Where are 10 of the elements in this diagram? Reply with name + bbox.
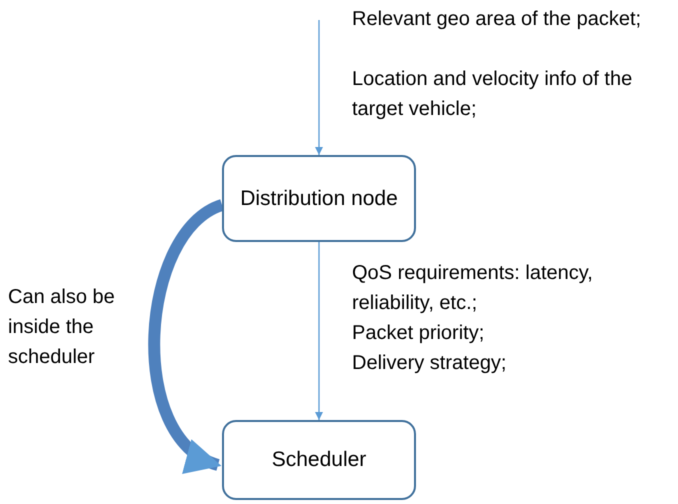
arrow <box>315 242 323 420</box>
note-text: Relevant geo area of the packet; <box>352 7 642 32</box>
note-text: Location and velocity info of the target vehicle; <box>352 67 634 122</box>
edge-label: Can also be inside the scheduler <box>8 285 116 370</box>
note-text: Packet priority; <box>352 321 486 346</box>
process-box: Scheduler <box>222 420 416 500</box>
process-box: Distribution node <box>222 155 416 242</box>
note-text: QoS requirements: latency, reliability, etc.; <box>352 261 594 316</box>
note-text: Delivery strategy; <box>352 351 508 376</box>
arrow <box>315 20 323 155</box>
